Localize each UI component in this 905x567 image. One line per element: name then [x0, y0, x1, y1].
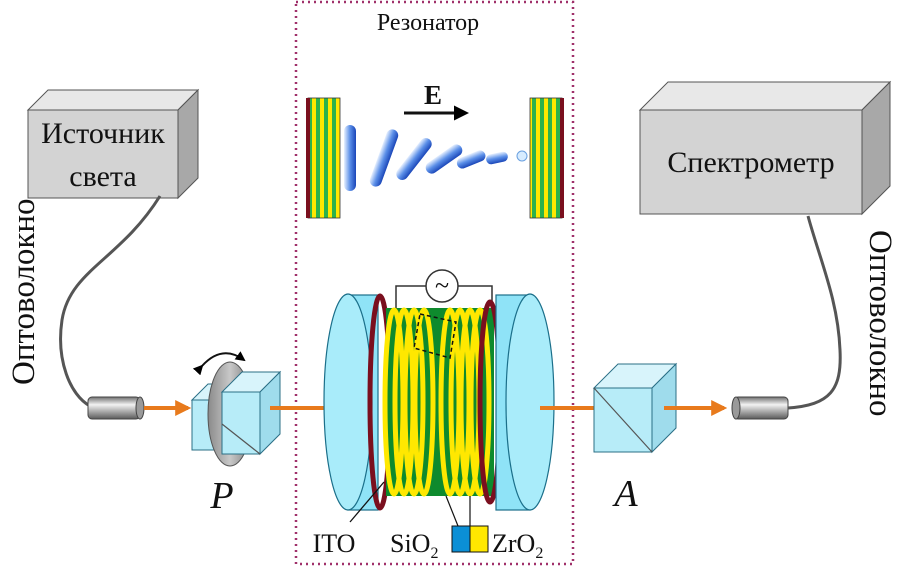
spectrometer-box: Спектрометр	[638, 80, 892, 216]
layer-stack	[382, 299, 503, 505]
zro2-label: ZrO2	[492, 529, 543, 562]
lc-rod	[396, 138, 432, 180]
zoom-region-marker	[413, 313, 457, 359]
lc-rod	[456, 150, 486, 169]
ito-callout-line	[349, 481, 385, 523]
analyzer-label: A	[611, 473, 638, 515]
zro2-swatch	[469, 525, 489, 553]
light-source-label-line2: света	[69, 160, 136, 193]
lc-rod	[344, 125, 356, 191]
lc-rod	[369, 129, 399, 187]
glass-substrate-right	[495, 293, 555, 511]
lc-rod	[486, 151, 508, 165]
spectrometer-label: Спектрометр	[667, 146, 834, 179]
fiber-left-cable	[59, 195, 162, 408]
lc-rods	[344, 125, 528, 191]
ac-source: ~	[395, 269, 493, 308]
lc-rod	[516, 150, 528, 162]
ac-symbol-icon: ~	[435, 271, 449, 300]
glass-substrate-left	[323, 293, 393, 511]
polarizer	[190, 351, 282, 467]
field-label: E	[424, 80, 442, 110]
mirror-left	[306, 97, 341, 219]
sio2-callout-line	[445, 495, 459, 527]
fiber-left-label: Оптоволокно	[6, 198, 42, 385]
sio2-label: SiO2	[390, 529, 438, 562]
mirror-right	[529, 97, 564, 219]
rotation-arrow-icon	[192, 351, 246, 376]
resonator-label: Резонатор	[377, 10, 479, 36]
sio2-swatch	[451, 525, 471, 553]
light-source-label-line1: Источник	[41, 117, 165, 150]
polarizer-label: P	[209, 475, 233, 517]
analyzer	[592, 362, 678, 454]
fiber-right-label: Оптоволокно	[862, 230, 898, 417]
light-source-box: Источник света	[26, 88, 200, 200]
collimator-left	[87, 396, 145, 420]
collimator-right	[731, 396, 789, 420]
ito-label: ITO	[313, 529, 356, 558]
lc-rod	[425, 144, 463, 174]
fiber-right-cable	[787, 215, 842, 410]
resonator-frame	[294, 0, 575, 566]
